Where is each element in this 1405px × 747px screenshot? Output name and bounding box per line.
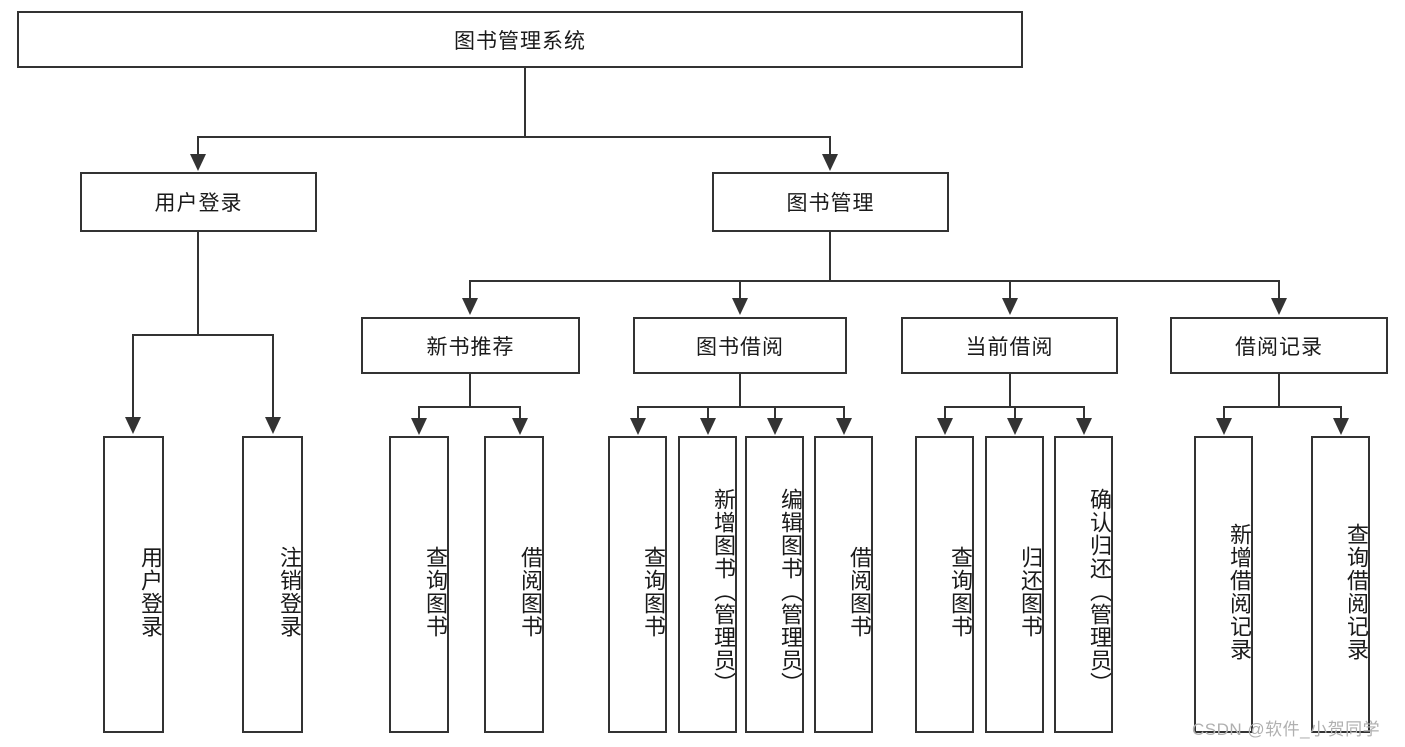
- node-leaf-query-record-label: 查询借阅记录: [1344, 522, 1369, 661]
- connector-user-login-drop-1: [132, 334, 134, 419]
- node-leaf-add-book-label: 新增图书（管理员）: [711, 488, 736, 695]
- arrow-borrow-record-to-add-record: [1216, 418, 1232, 435]
- arrow-bm-to-borrow-record: [1271, 298, 1287, 315]
- connector-book-borrow-drop-4: [843, 406, 845, 420]
- connector-book-borrow-drop-2: [707, 406, 709, 420]
- node-user-login[interactable]: 用户登录: [80, 172, 317, 232]
- node-book-management[interactable]: 图书管理: [712, 172, 949, 232]
- connector-current-borrow-drop-1: [944, 406, 946, 420]
- arrow-root-to-user-login: [190, 154, 206, 171]
- connector-current-borrow-stem: [1009, 374, 1011, 408]
- node-leaf-edit-book[interactable]: 编辑图书（管理员）: [745, 436, 804, 733]
- arrow-new-book-to-borrow-book: [512, 418, 528, 435]
- node-leaf-add-book[interactable]: 新增图书（管理员）: [678, 436, 737, 733]
- node-root-label: 图书管理系统: [454, 29, 586, 53]
- connector-current-borrow-drop-3: [1083, 406, 1085, 420]
- arrow-current-borrow-to-return-book: [1007, 418, 1023, 435]
- arrow-user-login-to-leaf-user-login: [125, 417, 141, 434]
- node-leaf-logout-login[interactable]: 注销登录: [242, 436, 303, 733]
- arrow-book-borrow-to-query-book: [630, 418, 646, 435]
- arrow-user-login-to-leaf-logout: [265, 417, 281, 434]
- node-leaf-add-record[interactable]: 新增借阅记录: [1194, 436, 1253, 733]
- connector-bm-drop-current-borrow: [1009, 280, 1011, 300]
- node-current-borrow-label: 当前借阅: [965, 335, 1054, 359]
- node-new-book-recommend-label: 新书推荐: [426, 335, 515, 359]
- node-leaf-query-book-3[interactable]: 查询图书: [915, 436, 974, 733]
- connector-new-book-busbar: [418, 406, 521, 408]
- node-book-borrow-label: 图书借阅: [696, 335, 784, 359]
- connector-root-stem: [524, 68, 526, 137]
- arrow-book-borrow-to-edit-book: [767, 418, 783, 435]
- node-leaf-edit-book-label: 编辑图书（管理员）: [778, 488, 803, 695]
- connector-book-borrow-stem: [739, 374, 741, 408]
- node-leaf-query-book-3-label: 查询图书: [948, 545, 973, 638]
- watermark-text: CSDN @软件_小贺同学: [1192, 720, 1381, 739]
- node-leaf-return-book[interactable]: 归还图书: [985, 436, 1044, 733]
- node-root-system[interactable]: 图书管理系统: [17, 11, 1023, 68]
- connector-borrow-record-drop-1: [1223, 406, 1225, 420]
- arrow-current-borrow-to-query-book: [937, 418, 953, 435]
- connector-borrow-record-busbar: [1223, 406, 1341, 408]
- arrow-root-to-book-management: [822, 154, 838, 171]
- connector-current-borrow-drop-2: [1014, 406, 1016, 420]
- node-leaf-user-login-label: 用户登录: [138, 545, 163, 638]
- connector-root-busbar: [197, 136, 831, 138]
- node-leaf-borrow-book-2-label: 借阅图书: [847, 545, 872, 638]
- node-book-borrow[interactable]: 图书借阅: [633, 317, 847, 374]
- connector-root-to-book-management: [829, 136, 831, 156]
- arrow-bm-to-current-borrow: [1002, 298, 1018, 315]
- connector-new-book-stem: [469, 374, 471, 408]
- node-leaf-return-book-label: 归还图书: [1018, 545, 1043, 638]
- connector-new-book-drop-1: [418, 406, 420, 420]
- node-leaf-borrow-book-1[interactable]: 借阅图书: [484, 436, 544, 733]
- connector-borrow-record-stem: [1278, 374, 1280, 408]
- arrow-borrow-record-to-query-record: [1333, 418, 1349, 435]
- connector-book-borrow-drop-3: [774, 406, 776, 420]
- connector-user-login-drop-2: [272, 334, 274, 419]
- node-borrow-record[interactable]: 借阅记录: [1170, 317, 1388, 374]
- arrow-bm-to-new-book-recommend: [462, 298, 478, 315]
- connector-user-login-stem: [197, 232, 199, 335]
- connector-book-borrow-busbar: [637, 406, 845, 408]
- node-leaf-query-book-1[interactable]: 查询图书: [389, 436, 449, 733]
- connector-bm-drop-new-book: [469, 280, 471, 300]
- node-leaf-borrow-book-2[interactable]: 借阅图书: [814, 436, 873, 733]
- arrow-new-book-to-query-book: [411, 418, 427, 435]
- node-borrow-record-label: 借阅记录: [1235, 335, 1323, 359]
- connector-bm-drop-borrow-record: [1278, 280, 1280, 300]
- node-leaf-query-record[interactable]: 查询借阅记录: [1311, 436, 1370, 733]
- connector-borrow-record-drop-2: [1340, 406, 1342, 420]
- connector-book-borrow-drop-1: [637, 406, 639, 420]
- connector-root-to-user-login: [197, 136, 199, 156]
- node-leaf-query-book-1-label: 查询图书: [423, 545, 448, 638]
- arrow-bm-to-book-borrow: [732, 298, 748, 315]
- node-leaf-confirm-return-label: 确认归还（管理员）: [1087, 488, 1112, 695]
- arrow-book-borrow-to-add-book: [700, 418, 716, 435]
- connector-new-book-drop-2: [519, 406, 521, 420]
- connector-book-management-busbar: [469, 280, 1279, 282]
- node-leaf-user-login[interactable]: 用户登录: [103, 436, 164, 733]
- node-leaf-confirm-return[interactable]: 确认归还（管理员）: [1054, 436, 1113, 733]
- node-user-login-label: 用户登录: [154, 192, 243, 215]
- node-leaf-query-book-2-label: 查询图书: [641, 545, 666, 638]
- node-leaf-query-book-2[interactable]: 查询图书: [608, 436, 667, 733]
- node-book-management-label: 图书管理: [786, 192, 875, 215]
- node-new-book-recommend[interactable]: 新书推荐: [361, 317, 580, 374]
- node-current-borrow[interactable]: 当前借阅: [901, 317, 1118, 374]
- connector-user-login-busbar: [132, 334, 274, 336]
- arrow-book-borrow-to-borrow-book: [836, 418, 852, 435]
- arrow-current-borrow-to-confirm-return: [1076, 418, 1092, 435]
- node-leaf-logout-login-label: 注销登录: [277, 545, 302, 638]
- node-leaf-add-record-label: 新增借阅记录: [1227, 522, 1252, 661]
- node-leaf-borrow-book-1-label: 借阅图书: [518, 545, 543, 638]
- connector-bm-drop-book-borrow: [739, 280, 741, 300]
- connector-book-management-stem: [829, 232, 831, 282]
